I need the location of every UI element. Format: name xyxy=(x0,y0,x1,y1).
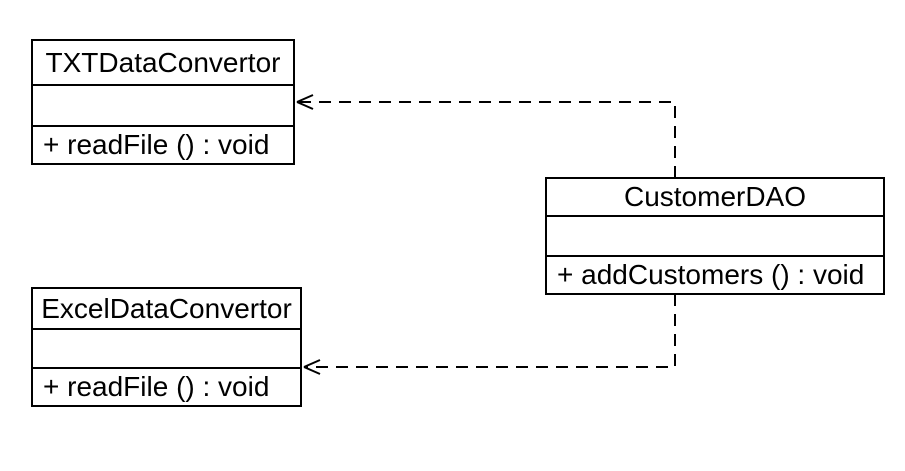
class-box-customerdao: CustomerDAO + addCustomers () : void xyxy=(545,177,885,295)
class-name: CustomerDAO xyxy=(623,181,807,212)
class-box-exceldataconvertor: ExcelDataConvertor + readFile () : void xyxy=(31,287,302,407)
operation-label: + readFile () : void xyxy=(33,125,293,163)
dependency-arrow-customerdao-to-exceldataconvertor xyxy=(303,294,676,375)
attributes-compartment xyxy=(33,328,300,367)
operation-label: + readFile () : void xyxy=(33,367,300,405)
attributes-compartment xyxy=(33,84,293,125)
attributes-compartment xyxy=(547,215,883,255)
operation-label: + addCustomers () : void xyxy=(547,255,883,293)
class-name: TXTDataConvertor xyxy=(45,46,281,78)
class-name: ExcelDataConvertor xyxy=(41,292,292,324)
class-box-txtdataconvertor: TXTDataConvertor + readFile () : void xyxy=(31,39,295,165)
open-arrowhead-icon xyxy=(296,94,314,110)
open-arrowhead-icon xyxy=(303,359,321,375)
dependency-arrow-customerdao-to-txtdataconvertor xyxy=(296,94,676,178)
